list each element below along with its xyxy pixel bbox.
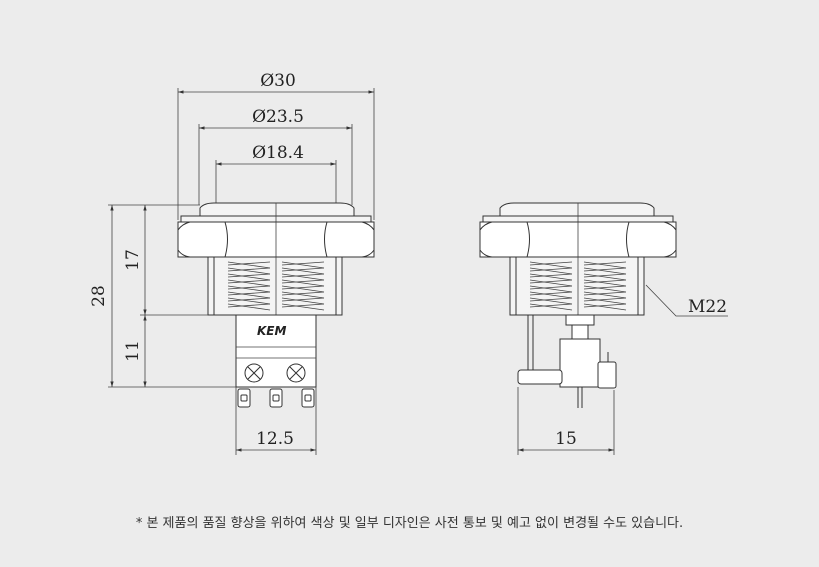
footnote: * 본 제품의 품질 향상을 위하여 색상 및 일부 디자인은 사전 통보 및 … [135, 516, 684, 531]
dimension-diameter-30: Ø30 [177, 71, 375, 220]
brand-logo: KEM [257, 324, 286, 338]
label-h17: 17 [123, 249, 143, 271]
dimension-width-15: 15 [517, 387, 615, 455]
dimension-diameter-18-4: Ø18.4 [215, 143, 337, 203]
dimension-height-17: 17 [123, 205, 147, 315]
screw-icon [244, 363, 264, 383]
front-view: Ø30 Ø23.5 Ø18.4 [89, 71, 375, 455]
label-m22: M22 [688, 297, 727, 317]
dimension-diameter-23-5: Ø23.5 [198, 107, 353, 205]
label-d18-4: Ø18.4 [252, 143, 304, 163]
label-w15: 15 [555, 429, 577, 449]
label-h11: 11 [123, 340, 143, 362]
side-view: M22 15 [479, 202, 728, 455]
label-w12-5: 12.5 [256, 429, 294, 449]
label-d30: Ø30 [260, 71, 296, 91]
label-h28: 28 [89, 285, 109, 307]
dimension-height-11: 11 [123, 314, 208, 387]
dimension-width-12-5: 12.5 [235, 387, 317, 455]
thread-callout: M22 [645, 284, 728, 317]
screw-icon [286, 363, 306, 383]
dimension-height-28: 28 [89, 204, 236, 388]
label-d23-5: Ø23.5 [252, 107, 304, 127]
